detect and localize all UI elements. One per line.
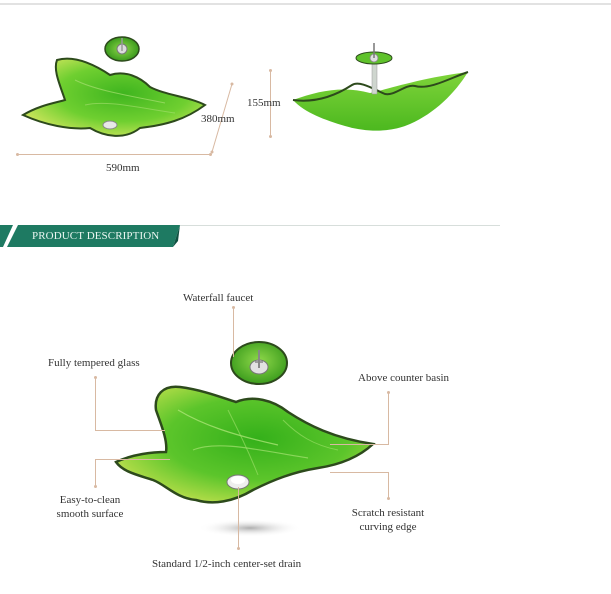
depth-label: 380mm bbox=[201, 113, 235, 125]
callout-smooth-surface: Easy-to-clean smooth surface bbox=[56, 494, 124, 520]
callout-drain: Standard 1/2-inch center-set drain bbox=[152, 558, 302, 570]
leaf-basin-side-view-image bbox=[292, 43, 469, 131]
edge-leader-line bbox=[330, 472, 389, 473]
leaf-basin-product-image bbox=[114, 341, 376, 537]
width-dimension-line bbox=[17, 154, 211, 155]
height-label: 155mm bbox=[247, 97, 281, 109]
width-label: 590mm bbox=[106, 162, 140, 174]
leaf-basin-top-view-image bbox=[20, 36, 207, 137]
callout-waterfall-faucet: Waterfall faucet bbox=[183, 292, 254, 304]
section-banner bbox=[0, 225, 180, 247]
callout-scratch-resistant-edge: Scratch resistant curving edge bbox=[351, 507, 425, 533]
callout-tempered-glass: Fully tempered glass bbox=[48, 357, 140, 369]
faucet-leader-line bbox=[233, 307, 234, 357]
section-divider-line bbox=[180, 225, 500, 226]
section-title: PRODUCT DESCRIPTION bbox=[32, 230, 160, 242]
drain-leader-line bbox=[238, 487, 239, 548]
depth-dimension-line bbox=[210, 82, 234, 154]
callout-above-counter-basin: Above counter basin bbox=[358, 372, 450, 384]
top-divider bbox=[0, 3, 611, 5]
glass-leader-line bbox=[95, 377, 96, 431]
surface-leader-line bbox=[95, 459, 170, 460]
height-dimension-line bbox=[270, 70, 271, 136]
basin-leader-line bbox=[388, 392, 389, 445]
